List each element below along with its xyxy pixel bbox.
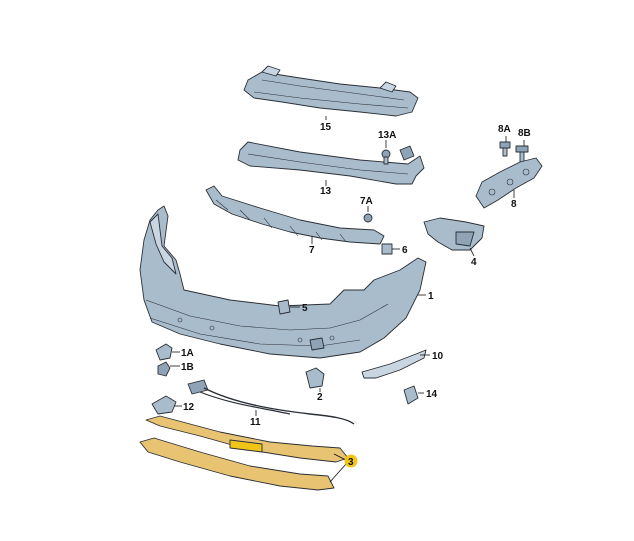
part-13a-bolt[interactable] (381, 149, 391, 165)
label-1: 1 (428, 291, 434, 302)
part-1-bumper-cover[interactable] (139, 205, 427, 359)
part-1b-clip[interactable] (157, 361, 171, 377)
label-12: 12 (183, 402, 195, 413)
label-7a: 7A (360, 196, 373, 207)
label-10: 10 (432, 351, 444, 362)
part-3-diffuser[interactable] (139, 415, 349, 491)
part-4-corner-bracket[interactable] (423, 217, 485, 251)
label-15: 15 (320, 122, 332, 133)
label-13: 13 (320, 186, 332, 197)
part-10-reflector[interactable] (361, 349, 427, 379)
part-11-wiring-harness[interactable] (187, 379, 355, 425)
label-13a: 13A (378, 130, 396, 141)
label-11: 11 (250, 417, 261, 428)
label-1b: 1B (181, 362, 194, 373)
label-7: 7 (309, 245, 315, 256)
label-8: 8 (511, 199, 517, 210)
part-1a-clip[interactable] (155, 343, 173, 361)
part-7-guide-bracket[interactable] (205, 185, 385, 245)
label-6: 6 (402, 245, 408, 256)
label-8b: 8B (518, 128, 531, 139)
part-2-cap[interactable] (305, 367, 325, 389)
part-5-holder[interactable] (277, 299, 291, 315)
label-1a: 1A (181, 348, 194, 359)
leader-lines (170, 116, 525, 483)
part-8-side-bracket[interactable] (475, 157, 543, 209)
label-8a: 8A (498, 124, 511, 135)
part-12-holder[interactable] (151, 395, 177, 415)
label-3: 3 (348, 457, 354, 468)
label-3-marker (344, 454, 358, 468)
label-5: 5 (302, 303, 308, 314)
label-4: 4 (471, 257, 477, 268)
part-labels: 15 13A 13 8A 8B 8 7A 7 6 4 1 5 1A 1B 10 … (181, 122, 531, 468)
label-14: 14 (426, 389, 438, 400)
part-8b-screw[interactable] (515, 145, 529, 163)
part-8a-screw[interactable] (499, 141, 511, 157)
part-6-clip[interactable] (381, 243, 393, 255)
part-14-bracket[interactable] (403, 385, 419, 405)
part-13-reinforcement-bar[interactable] (237, 141, 425, 185)
label-2: 2 (317, 392, 323, 403)
part-7a-clip[interactable] (363, 213, 373, 223)
part-15-impact-absorber[interactable] (243, 65, 419, 117)
